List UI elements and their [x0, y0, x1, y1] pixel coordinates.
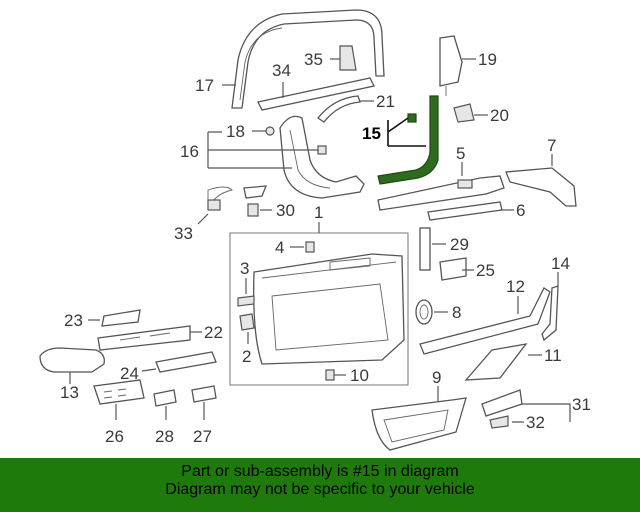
- callout-23: 23: [64, 311, 83, 330]
- callout-33: 33: [174, 224, 193, 243]
- part-7-trim-panel[interactable]: [505, 167, 577, 207]
- part-17-window-frame[interactable]: [231, 9, 385, 109]
- callout-19: 19: [478, 50, 497, 69]
- callout-9: 9: [432, 368, 441, 387]
- callout-11: 11: [544, 346, 562, 365]
- callout-16: 16: [180, 142, 199, 161]
- banner-line-1: Part or sub-assembly is #15 in diagram: [181, 463, 459, 480]
- callout-17: 17: [195, 76, 214, 95]
- part-23-trim[interactable]: [101, 309, 141, 327]
- callout-7: 7: [547, 136, 556, 155]
- part-27-switch[interactable]: [191, 385, 217, 403]
- callout-27: 27: [193, 427, 212, 446]
- part-door-trim-panel[interactable]: [253, 253, 405, 365]
- part-10-clip[interactable]: [325, 369, 335, 381]
- part-29-seal[interactable]: [419, 227, 431, 271]
- callout-8: 8: [452, 303, 461, 322]
- part-25-switch[interactable]: [439, 257, 467, 281]
- part-11-panel[interactable]: [464, 343, 528, 381]
- part-3-handle[interactable]: [237, 295, 255, 307]
- callout-14: 14: [551, 254, 570, 273]
- callout-32: 32: [526, 413, 545, 432]
- part-4-clip[interactable]: [305, 241, 315, 253]
- callout-24: 24: [120, 364, 139, 383]
- callout-4: 4: [275, 238, 284, 257]
- callout-5: 5: [456, 144, 465, 163]
- callout-25: 25: [476, 261, 495, 280]
- callout-31: 31: [572, 395, 591, 414]
- part-28-switch[interactable]: [153, 389, 177, 407]
- callout-21: 21: [376, 92, 395, 111]
- callout-22: 22: [204, 323, 223, 342]
- part-30-switch[interactable]: [243, 185, 267, 217]
- callout-30: 30: [276, 201, 295, 220]
- part-19-mirror-bracket[interactable]: [439, 35, 463, 96]
- part-32-cap[interactable]: [489, 415, 509, 429]
- part-9-trim-panel[interactable]: [371, 397, 467, 451]
- callout-2: 2: [242, 347, 251, 366]
- part-34-belt-molding[interactable]: [257, 77, 375, 111]
- callout-15: 15: [362, 124, 381, 143]
- part-12-trim-strip[interactable]: [419, 287, 551, 355]
- part-33-wire-harness[interactable]: [207, 186, 233, 211]
- callout-20: 20: [490, 106, 509, 125]
- callout-35: 35: [304, 50, 323, 69]
- part-20-cover[interactable]: [453, 103, 475, 123]
- callout-29: 29: [450, 235, 469, 254]
- part-13-pull-handle[interactable]: [39, 347, 105, 373]
- info-banner: Part or sub-assembly is #15 in diagram D…: [0, 458, 640, 512]
- callout-28: 28: [155, 427, 174, 446]
- callout-34: 34: [272, 61, 291, 80]
- callout-6: 6: [516, 201, 525, 220]
- part-24-trim-strip[interactable]: [155, 351, 217, 373]
- callout-12: 12: [506, 277, 525, 296]
- callout-18: 18: [226, 122, 245, 141]
- part-8-speaker-grille[interactable]: [415, 299, 433, 325]
- callout-10: 10: [350, 366, 369, 385]
- callout-26: 26: [105, 427, 124, 446]
- part-18-plug[interactable]: [265, 126, 275, 136]
- part-35-trim[interactable]: [339, 45, 357, 71]
- part-22-switch-panel[interactable]: [97, 325, 191, 351]
- part-21-trim-strip[interactable]: [317, 95, 361, 123]
- callout-1: 1: [314, 203, 323, 222]
- banner-line-2: Diagram may not be specific to your vehi…: [165, 481, 475, 498]
- part-31-switch[interactable]: [481, 389, 523, 417]
- callout-13: 13: [60, 383, 79, 402]
- part-26-switch-module[interactable]: [93, 379, 145, 405]
- part-5-armrest[interactable]: [377, 175, 505, 211]
- part-16-door-frame[interactable]: [279, 115, 365, 199]
- callout-3: 3: [240, 259, 249, 278]
- part-2-bezel[interactable]: [239, 313, 255, 331]
- part-6-garnish[interactable]: [427, 201, 503, 221]
- parts-diagram: 17 35 34 21 18 16 15 19: [39, 9, 591, 451]
